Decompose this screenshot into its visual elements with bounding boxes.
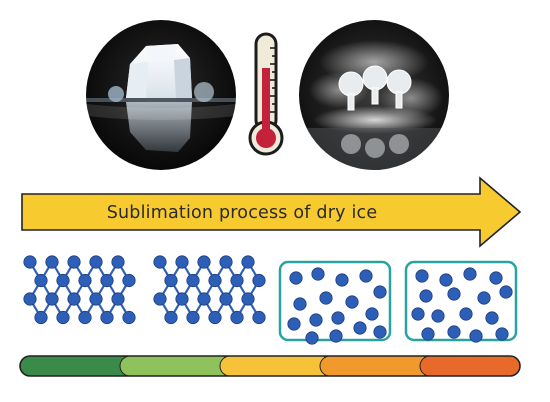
molecule [495, 327, 509, 341]
molecule [23, 292, 37, 306]
molecule [345, 295, 359, 309]
bar-outline [19, 355, 521, 377]
molecule [111, 255, 125, 269]
molecule [335, 273, 349, 287]
molecule [89, 255, 103, 269]
molecule [122, 310, 136, 325]
molecule [415, 269, 429, 283]
gas-container-1 [278, 260, 392, 345]
molecule [186, 273, 200, 288]
molecule [421, 327, 435, 341]
molecule [56, 310, 70, 325]
molecule [45, 292, 59, 306]
molecule [208, 273, 222, 288]
molecule [309, 313, 323, 327]
solid-lattice-2 [153, 255, 266, 325]
molecule [447, 325, 461, 339]
process-arrow [21, 176, 522, 248]
molecule [78, 273, 92, 288]
molecule [485, 311, 499, 325]
molecule [122, 273, 136, 288]
molecule [230, 273, 244, 288]
molecule [56, 273, 70, 288]
molecule [252, 273, 266, 288]
molecule [499, 285, 513, 299]
molecule [175, 255, 189, 269]
molecule [164, 310, 178, 325]
molecule [289, 271, 303, 285]
molecule [365, 307, 379, 321]
molecule [23, 255, 37, 269]
molecule [463, 267, 477, 281]
molecule [431, 309, 445, 323]
molecule [353, 321, 367, 335]
molecule [230, 310, 244, 325]
molecule [411, 307, 425, 321]
molecule [197, 255, 211, 269]
bar-segment [119, 356, 233, 376]
dry-ice-fog-photo [299, 20, 449, 170]
solid-lattice-1 [23, 255, 136, 325]
molecule [219, 292, 233, 306]
molecule [373, 325, 387, 339]
molecule [293, 297, 307, 311]
molecule [111, 292, 125, 306]
molecule [439, 273, 453, 287]
molecule [219, 255, 233, 269]
gas-container-2 [404, 260, 518, 343]
molecule [331, 311, 345, 325]
molecule [489, 271, 503, 285]
molecule [287, 317, 301, 331]
molecule [67, 292, 81, 306]
molecule [373, 285, 387, 299]
temperature-gradient-bar [19, 355, 521, 377]
dry-ice-block-photo [86, 20, 236, 170]
molecule [329, 329, 343, 343]
molecule [311, 267, 325, 281]
bar-segments [20, 356, 520, 376]
bar-segment [20, 356, 133, 376]
molecule [100, 310, 114, 325]
bar-segment [319, 356, 433, 376]
molecule [241, 292, 255, 306]
arrow-caption: Sublimation process of dry ice [106, 203, 378, 223]
molecule [252, 310, 266, 325]
molecule [164, 273, 178, 288]
molecule [419, 289, 433, 303]
molecule [67, 255, 81, 269]
molecule-states [23, 255, 518, 345]
molecule [447, 287, 461, 301]
molecule [34, 273, 48, 288]
molecule [319, 291, 333, 305]
molecule [89, 292, 103, 306]
molecule [175, 292, 189, 306]
bar-segment [419, 356, 520, 376]
molecule [459, 307, 473, 321]
bar-segment [219, 356, 333, 376]
molecule [78, 310, 92, 325]
molecule [45, 255, 59, 269]
molecule [153, 292, 167, 306]
molecule [100, 273, 114, 288]
molecule [153, 255, 167, 269]
molecule [305, 331, 319, 345]
molecule [197, 292, 211, 306]
molecule [34, 310, 48, 325]
thermometer-icon [248, 32, 284, 156]
molecule [469, 329, 483, 343]
molecule [359, 269, 373, 283]
molecule [477, 291, 491, 305]
molecule [241, 255, 255, 269]
molecule [186, 310, 200, 325]
molecule [208, 310, 222, 325]
